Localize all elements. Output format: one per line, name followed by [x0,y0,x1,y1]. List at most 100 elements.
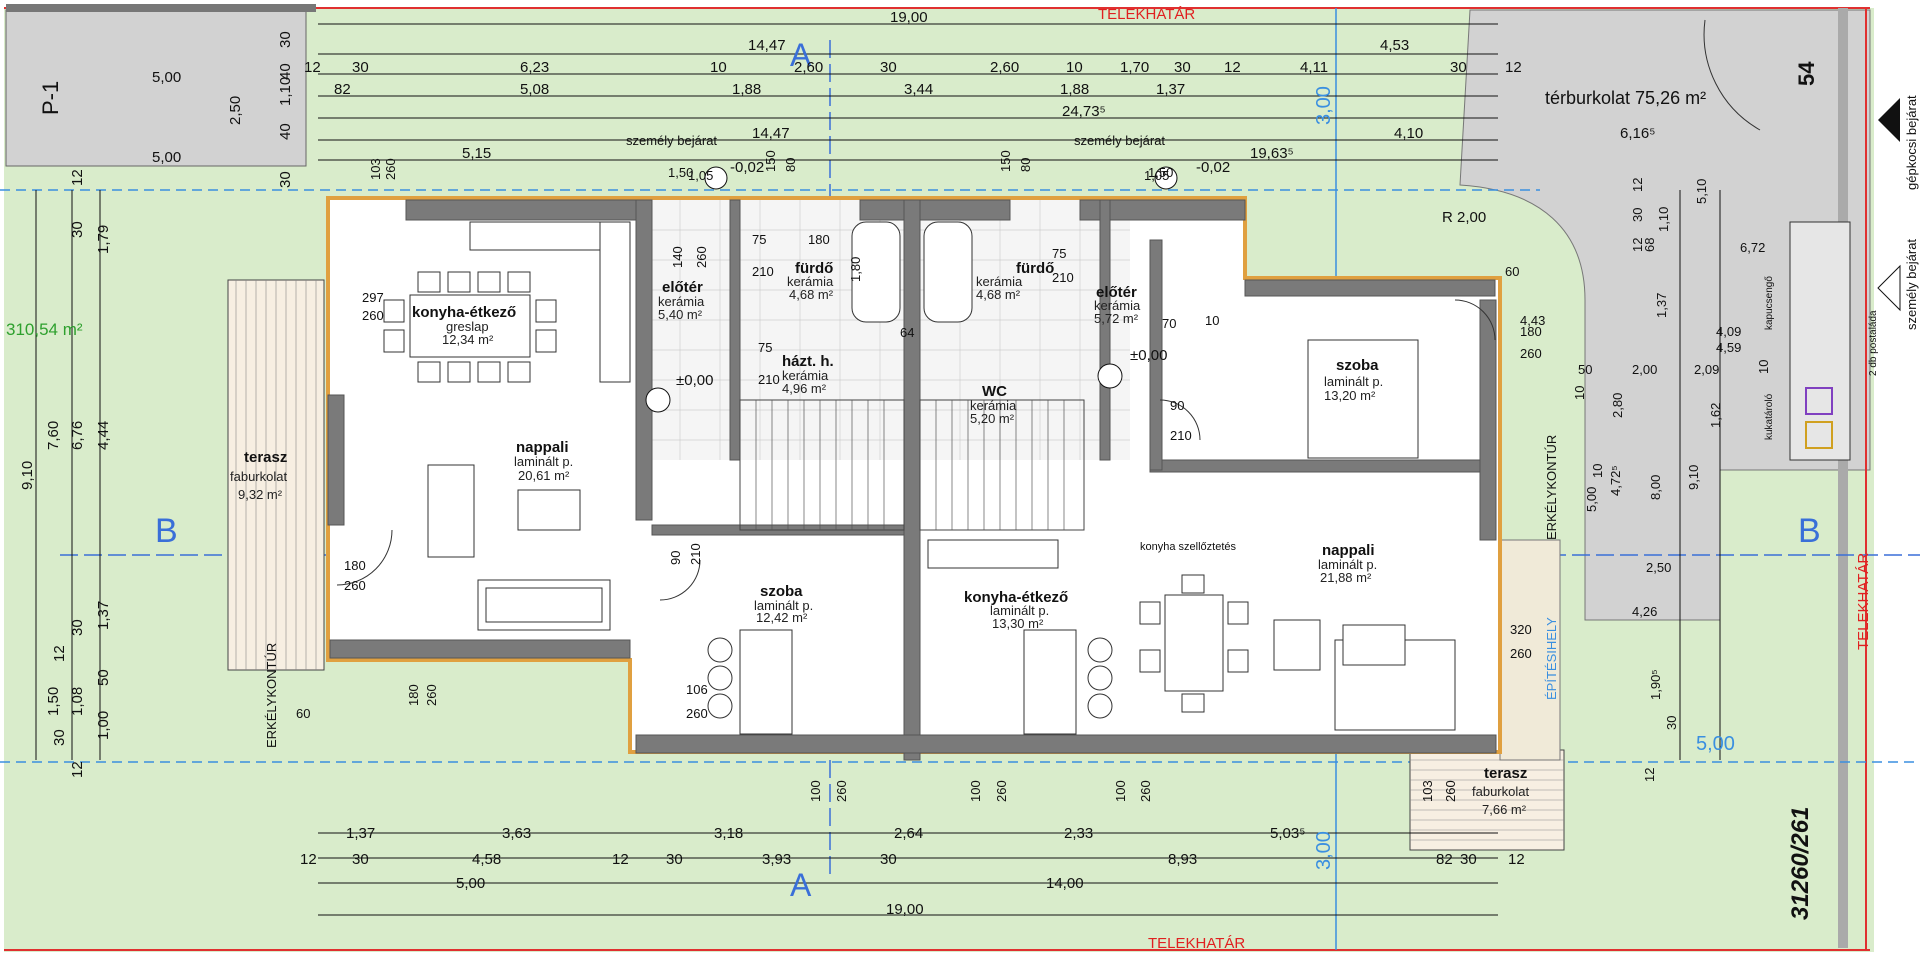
dimension-label: 12 [1642,768,1657,782]
dimension-label: 260 [344,578,366,593]
room-area: 9,32 m² [238,487,283,502]
boundary-right-label: TELEKHATÁR [1855,553,1872,650]
dimension-label: 6,23 [520,59,549,76]
dimension-label: 4,59 [1716,340,1741,355]
dimension-label: 50 [95,669,112,686]
room-area: 13,20 m² [1324,388,1376,403]
dimension-label: 3,18 [714,825,743,842]
building-line-label: ÉPÍTÉSIHELY [1544,617,1559,700]
room-name: előtér [662,279,703,296]
coffee-table-right [1342,624,1406,666]
dimension-label: 2,80 [1610,393,1625,418]
dimension-label: 30 [1174,59,1191,76]
section-b-right: B [1798,512,1821,550]
dimension-label: 6,16⁵ [1620,125,1655,142]
radius-note: R 2,00 [1442,209,1486,226]
dimension-label: 30 [1664,716,1679,730]
dimension-label: 19,63⁵ [1250,145,1294,162]
dimension-label: 30 [1450,59,1467,76]
dimension-label: 260 [362,308,384,323]
dimension-label: 2,09 [1694,362,1719,377]
dimension-label: 100 [968,780,983,802]
room-living-right: nappali laminált p. 21,88 m² [1318,542,1377,585]
vehicle-entrance-label: gépkocsi bejárat [1904,95,1919,190]
wall-top-mid [859,199,1011,221]
dimension-label: 68 [1642,238,1657,252]
dimension-label: 90 [668,551,683,565]
wall-inner-c [1099,199,1111,461]
bathtub-right [923,221,973,323]
dimension-label: 82 [1436,851,1453,868]
dimension-label: 5,10 [1694,179,1709,204]
pedestrian-entrance-arrow-icon [1877,264,1901,312]
dimension-label: 10 [1205,313,1219,328]
dimension-label: 100 [808,780,823,802]
dimension-label: 9,10 [1686,465,1701,490]
bin-purple [1805,387,1833,415]
level-neg-left: -0,02 [730,159,764,176]
dimension-label: 50 [1578,362,1592,377]
room-name: szoba [1336,357,1379,374]
dimension-label: 2,64 [894,825,923,842]
dimension-label: 30 [352,851,369,868]
dimension-label: 4,58 [472,851,501,868]
dimension-label: 1,70 [1120,59,1149,76]
dimension-label: 260 [834,780,849,802]
bathtub-left [851,221,901,323]
room-name: szoba [760,583,803,600]
dimension-label: 30 [352,59,369,76]
dimension-label: 210 [758,372,780,387]
dimension-label: 14,47 [752,125,790,142]
bin-yellow [1805,421,1833,449]
dimension-label: 1,80 [848,257,863,282]
room-material: faburkolat [230,469,287,484]
kitchen-counter-right [927,539,1059,569]
dimension-label: 6,72 [1740,240,1765,255]
dimension-label: 2,60 [794,59,823,76]
room-name: fürdő [795,260,833,277]
dimension-label: 12 [1505,59,1522,76]
dimension-label: 2,60 [990,59,1019,76]
dimension-label: 12 [51,645,68,662]
dimension-label: 12 [300,851,317,868]
parking-width: 5,00 [152,69,181,86]
dimension-label: 1,10 [277,77,294,106]
gate-label: kapucsengő [1764,276,1775,330]
stair-right [919,399,1085,531]
dimension-label: 60 [296,706,310,721]
dimension-label: 10 [1066,59,1083,76]
dimension-label: 19,00 [890,9,928,26]
plot-number-label: 31260/261 [1787,807,1814,920]
dimension-label: 150 [998,150,1013,172]
dimension-label: 3,44 [904,81,933,98]
room-material: kerámia [782,368,829,383]
room-material: laminált p. [990,603,1049,618]
room-name: terasz [1484,765,1527,782]
dimension-label: 2,33 [1064,825,1093,842]
dimension-label: 4,53 [1380,37,1409,54]
room-material: kerámia [970,398,1017,413]
room-bedroom-right: szoba laminált p. 13,20 m² [1324,357,1383,403]
dimension-label: 1,62 [1708,403,1723,428]
dimension-label: 2,50 [1646,560,1671,575]
dimension-label: 80 [783,158,798,172]
dimension-label: 10 [1590,464,1605,478]
dimension-label: 100 [1113,780,1128,802]
wall-room-right-bottom [1149,459,1491,473]
dimension-label: 1,50 [668,165,693,180]
room-name: fürdő [1016,260,1054,277]
dimension-label: 1,37 [1156,81,1185,98]
dimension-label: 4,10 [1394,125,1423,142]
dimension-label: 75 [1052,246,1066,261]
wall-right [1479,299,1497,541]
dimension-label: 297 [362,290,384,305]
dimension-label: 180 [406,684,421,706]
room-hall-right: előtér kerámia 5,72 m² [1094,284,1141,326]
